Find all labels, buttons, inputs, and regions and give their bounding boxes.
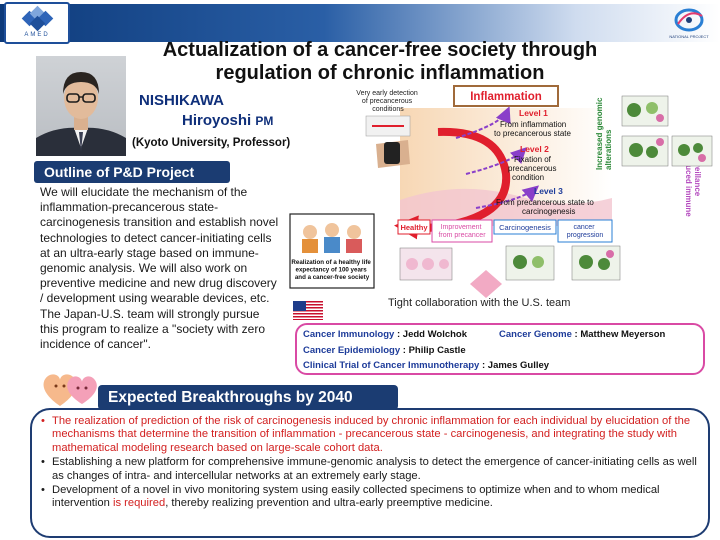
svg-text:Fixation of precancerous: Fixation of precancerous condition xyxy=(508,155,559,182)
page-title: Actualization of a cancer-free society t… xyxy=(110,39,650,85)
society-caption-1: Realization of a healthy life xyxy=(291,259,371,266)
wearable-device-icon xyxy=(376,140,410,168)
svg-text:Reduced immune surveillanc: Reduced immune surveillance xyxy=(684,150,702,219)
pi-role: PM xyxy=(255,114,274,128)
outline-heading: Outline of P&D Project xyxy=(34,161,230,183)
level2-line-2: precancerous xyxy=(508,164,556,173)
collab-member-3: Cancer Epidemiology : Philip Castle xyxy=(303,345,466,356)
collab-member-1: Cancer Immunology : Jedd Wolchok xyxy=(303,329,467,340)
breakthroughs-heading: Expected Breakthroughs by 2040 xyxy=(98,385,398,410)
stage-carcinogenesis-box xyxy=(493,219,557,235)
svg-text:cancer progression: cancer progression xyxy=(567,224,604,239)
collab-role-2: Cancer Genome xyxy=(499,329,572,340)
breakthrough-item-3-a: Development of a novel in vivo monitorin… xyxy=(52,484,660,510)
collab-person-4: James Gulley xyxy=(487,360,550,371)
swirl-icon xyxy=(674,8,704,32)
stage-progression-2: progression xyxy=(567,232,604,239)
collab-person-1: Jedd Wolchok xyxy=(402,329,468,340)
inflammation-box xyxy=(453,85,559,107)
pi-affiliation: (Kyoto University, Professor) xyxy=(132,137,291,149)
collab-role-4: Clinical Trial of Cancer Immunotherapy xyxy=(303,360,480,371)
genomic-label-2: alterations xyxy=(604,129,613,170)
collab-person-2: Matthew Meyerson xyxy=(580,329,666,340)
level-arrow-2 xyxy=(465,147,527,175)
inflammation-label: Inflammation xyxy=(470,91,542,103)
cell-image-3 xyxy=(671,135,713,167)
breakthrough-item-1: The realization of prediction of the ris… xyxy=(40,415,704,455)
collab-role-1: Cancer Immunology xyxy=(303,329,395,340)
level3-line-1: From precancerous state to xyxy=(496,198,594,207)
society-caption-2: expectancy of 100 years xyxy=(296,267,368,274)
breakthrough-item-2: Establishing a new platform for comprehe… xyxy=(40,456,704,483)
svg-text:Increased genomic alterati: Increased genomic alterations xyxy=(595,95,613,170)
svg-text:Improvement from precancer: Improvement from precancer xyxy=(438,224,486,239)
stage-improvement-2: from precancer xyxy=(438,232,486,239)
partner-logo: NATIONAL PROJECT xyxy=(662,6,716,42)
carcinogenesis-diagram: Very early detection of precancerous con… xyxy=(289,85,713,298)
breakthrough-item-3-b: is required xyxy=(112,497,166,510)
early-detection-line-3: conditions xyxy=(372,106,404,113)
svg-text:From precancerous state to: From precancerous state to carcinogenesi… xyxy=(496,198,596,216)
stage-progression-box xyxy=(557,219,613,243)
collab-person-3: Philip Castle xyxy=(408,345,466,356)
title-line-2: regulation of chronic inflammation xyxy=(215,62,545,84)
stage-healthy: Healthy xyxy=(400,223,428,232)
us-flag-icon xyxy=(293,301,323,320)
svg-text:From inflammation to preca: From inflammation to precancerous state xyxy=(494,120,571,138)
level3-title: Level 3 xyxy=(534,186,563,196)
breakthrough-item-3-c: , thereby realizing prevention and ultra… xyxy=(165,497,493,510)
header-bar xyxy=(0,4,720,42)
stage-improvement-box xyxy=(431,219,493,243)
stage-improvement-1: Improvement xyxy=(441,224,482,231)
collab-sep-3: : xyxy=(400,345,409,356)
early-detection-line-1: Very early detection xyxy=(356,90,418,97)
amed-logo-text: AMED xyxy=(24,32,50,38)
svg-text:Very early detection of pr: Very early detection of precancerous con… xyxy=(356,90,419,113)
collaboration-arrow xyxy=(470,270,502,298)
amed-logo: AMED xyxy=(4,2,70,44)
collab-member-4: Clinical Trial of Cancer Immunotherapy :… xyxy=(303,360,549,371)
level-arrow-1 xyxy=(455,106,511,139)
level2-line-3: condition xyxy=(512,173,544,182)
level2-line-1: Fixation of xyxy=(514,155,552,164)
collab-sep-1: : xyxy=(394,329,403,340)
collab-member-2: Cancer Genome : Matthew Meyerson xyxy=(499,329,665,340)
level1-title: Level 1 xyxy=(519,108,548,118)
title-line-1: Actualization of a cancer-free society t… xyxy=(162,39,598,61)
svg-text:Realization of a healthy life: Realization of a healthy life expectancy… xyxy=(291,259,372,281)
level3-line-2: carcinogenesis xyxy=(522,207,575,216)
pi-given-name: Hiroyoshi xyxy=(182,112,252,129)
early-detection-line-2: of precancerous xyxy=(362,98,413,105)
level-arrow-3 xyxy=(475,185,540,209)
collaboration-heading: Tight collaboration with the U.S. team xyxy=(388,297,571,309)
level2-title: Level 2 xyxy=(520,144,549,154)
hearts-icon xyxy=(43,374,97,406)
pi-family-name: NISHIKAWA xyxy=(139,92,225,109)
genomic-label-1: Increased genomic xyxy=(595,97,604,170)
level1-line-1: From inflammation xyxy=(500,120,566,129)
collab-role-3: Cancer Epidemiology xyxy=(303,345,401,356)
breakthrough-item-3: Development of a novel in vivo monitorin… xyxy=(40,484,704,511)
collab-sep-4: : xyxy=(479,360,488,371)
outline-body: We will elucidate the mechanism of the i… xyxy=(40,185,279,352)
society-caption-3: and a cancer-free society xyxy=(295,274,370,281)
pi-photo xyxy=(36,56,126,156)
stage-progression-1: cancer xyxy=(574,224,596,231)
partner-logo-text: NATIONAL PROJECT xyxy=(669,34,709,39)
level1-line-2: to precancerous state xyxy=(494,129,571,138)
stage-carcinogenesis: Carcinogenesis xyxy=(499,223,551,232)
immune-label-1: Reduced immune xyxy=(684,150,693,217)
immune-label-2: surveillance xyxy=(693,150,702,197)
people-illustration-icon xyxy=(302,223,362,253)
pi-given-name-line: Hiroyoshi PM xyxy=(182,112,273,129)
collab-sep-2: : xyxy=(571,329,581,340)
breakthroughs-list: The realization of prediction of the ris… xyxy=(40,415,704,512)
collaboration-box: Cancer Immunology : Jedd Wolchok Cancer … xyxy=(295,323,705,375)
stage-healthy-box xyxy=(397,219,431,235)
